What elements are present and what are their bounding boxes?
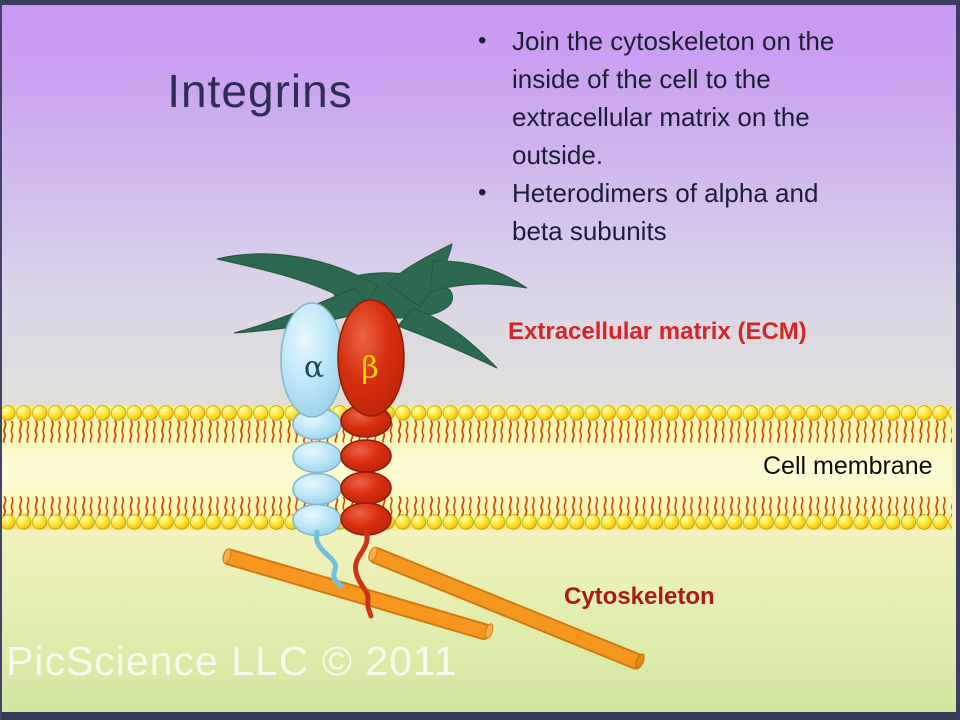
page-title: Integrins — [167, 65, 353, 117]
cell-membrane — [0, 405, 952, 530]
bullet-marker: • — [478, 27, 487, 54]
ecm-label: Extracellular matrix (ECM) — [508, 318, 807, 345]
letterbox-top — [0, 0, 960, 5]
lipid-heads-top — [0, 405, 952, 421]
bullet-text: Join the cytoskeleton on the inside of t… — [512, 26, 835, 170]
lipid-heads-bottom — [0, 514, 952, 530]
beta-subunit — [337, 299, 405, 417]
cytoskeleton-label: Cytoskeleton — [564, 583, 715, 610]
watermark: PicScience LLC © 2011 — [6, 638, 458, 684]
alpha-label: α — [304, 350, 324, 385]
alpha-cytoplasmic-tail — [314, 529, 344, 589]
lipid-tails-top — [0, 420, 952, 443]
bullet-item: • Join the cytoskeleton on the inside of… — [478, 22, 856, 174]
letterbox-right — [956, 0, 960, 720]
lipid-tails-bottom — [0, 496, 952, 519]
cytoskeleton-rod-front — [222, 548, 494, 641]
bullet-marker: • — [478, 179, 487, 206]
cytoskeleton-rod-back — [368, 546, 645, 670]
bullet-list: • Join the cytoskeleton on the inside of… — [478, 22, 856, 250]
beta-cytoplasmic-tail — [353, 529, 374, 619]
letterbox-bottom — [0, 712, 960, 720]
beta-label: β — [361, 351, 378, 386]
cell-membrane-label: Cell membrane — [763, 452, 933, 480]
bullet-text: Heterodimers of alpha and beta subunits — [512, 178, 819, 246]
ecm-fibers — [216, 243, 528, 369]
bullet-item: • Heterodimers of alpha and beta subunit… — [478, 174, 856, 250]
letterbox-left — [0, 0, 2, 720]
cytoskeleton-rods — [222, 546, 645, 670]
beta-transmembrane-stack — [340, 404, 392, 536]
